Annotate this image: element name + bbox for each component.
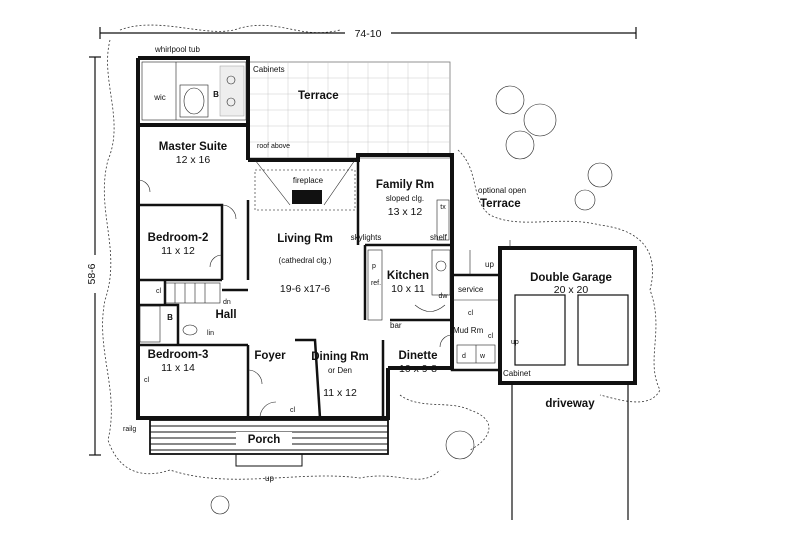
- bedroom3-dims: 11 x 14: [161, 362, 195, 374]
- bath2-label: B: [167, 313, 173, 322]
- dinette-name: Dinette: [399, 350, 438, 362]
- garage-dims: 20 x 20: [554, 284, 589, 296]
- porch-label: Porch: [248, 434, 281, 446]
- master-suite-name: Master Suite: [159, 141, 227, 153]
- closet3-label: cl: [290, 407, 296, 414]
- stairs: [164, 282, 221, 304]
- whirlpool-label: whirlpool tub: [154, 45, 200, 54]
- cabinets-top-label: Cabinets: [253, 65, 285, 74]
- fireplace-label: fireplace: [293, 176, 324, 185]
- roof-above-label: roof above: [257, 143, 290, 150]
- dw-label: dw: [439, 293, 449, 300]
- dryer-label: d: [462, 353, 466, 360]
- porch: [149, 419, 389, 467]
- pantry-label: p: [372, 263, 376, 270]
- overall-depth-label: 58-6: [86, 263, 98, 284]
- closet4-label: cl: [468, 310, 474, 317]
- closet2-label: cl: [144, 377, 150, 384]
- bar-label: bar: [390, 321, 402, 330]
- dining-room-dims: 11 x 12: [323, 387, 357, 399]
- wic-label: wic: [153, 93, 166, 102]
- tx-label: tx: [440, 204, 446, 211]
- optional-terrace-line2: Terrace: [480, 198, 521, 210]
- fireplace: [254, 159, 356, 211]
- hall-bath: [139, 305, 198, 343]
- shelf-label: shelf: [430, 233, 448, 242]
- garage: [498, 240, 637, 385]
- garage-name: Double Garage: [530, 272, 612, 284]
- bedroom3-name: Bedroom-3: [148, 349, 209, 361]
- closet5-label: cl: [488, 333, 494, 340]
- railing-label: railg: [123, 426, 136, 433]
- master-bath: wic B: [141, 61, 247, 121]
- foyer-label: Foyer: [254, 350, 286, 362]
- doors: [137, 179, 453, 419]
- bath1-label: B: [213, 90, 219, 99]
- skylights-label: skylights: [351, 233, 382, 242]
- mud-room-label: Mud Rm: [453, 326, 484, 335]
- dn-label: dn: [223, 299, 231, 306]
- living-room-name: Living Rm: [277, 233, 333, 245]
- bedroom2-name: Bedroom-2: [148, 232, 209, 244]
- landscaping: [102, 24, 661, 515]
- cabinet-bottom-label: Cabinet: [503, 369, 531, 378]
- family-room-name: Family Rm: [376, 179, 434, 191]
- family-room-dims: 13 x 12: [388, 206, 423, 218]
- living-room-dims: 19-6 x17-6: [280, 283, 330, 295]
- living-room-note: (cathedral clg.): [279, 256, 332, 265]
- service-label: service: [458, 285, 484, 294]
- kitchen-fixtures: [367, 249, 451, 321]
- overall-width-label: 74-10: [355, 28, 382, 40]
- master-suite-dims: 12 x 16: [176, 154, 211, 166]
- dining-room-note: or Den: [328, 366, 352, 375]
- terrace-label: Terrace: [298, 90, 339, 102]
- closet1-label: cl: [156, 288, 162, 295]
- washer-label: w: [479, 353, 486, 360]
- tx-cabinet: [436, 199, 450, 241]
- ref-label: ref.: [371, 280, 381, 287]
- dining-room-name: Dining Rm: [311, 351, 369, 363]
- family-room-note: sloped clg.: [386, 194, 424, 203]
- dimension-width: 74-10: [99, 27, 637, 40]
- porch-up-label: up: [265, 474, 274, 483]
- kitchen-name: Kitchen: [387, 270, 429, 282]
- bedroom2-dims: 11 x 12: [161, 245, 195, 257]
- up-label-1: up: [485, 260, 494, 269]
- kitchen-dims: 10 x 11: [391, 283, 425, 295]
- terrace-area: [247, 61, 451, 159]
- lin-label: lin: [207, 330, 214, 337]
- hall-label: Hall: [215, 309, 236, 321]
- driveway-label: driveway: [545, 398, 595, 410]
- dinette-dims: 10 x 9-8: [399, 363, 437, 375]
- dimension-depth: 58-6: [86, 56, 102, 456]
- optional-terrace-line1: optional open: [478, 186, 526, 195]
